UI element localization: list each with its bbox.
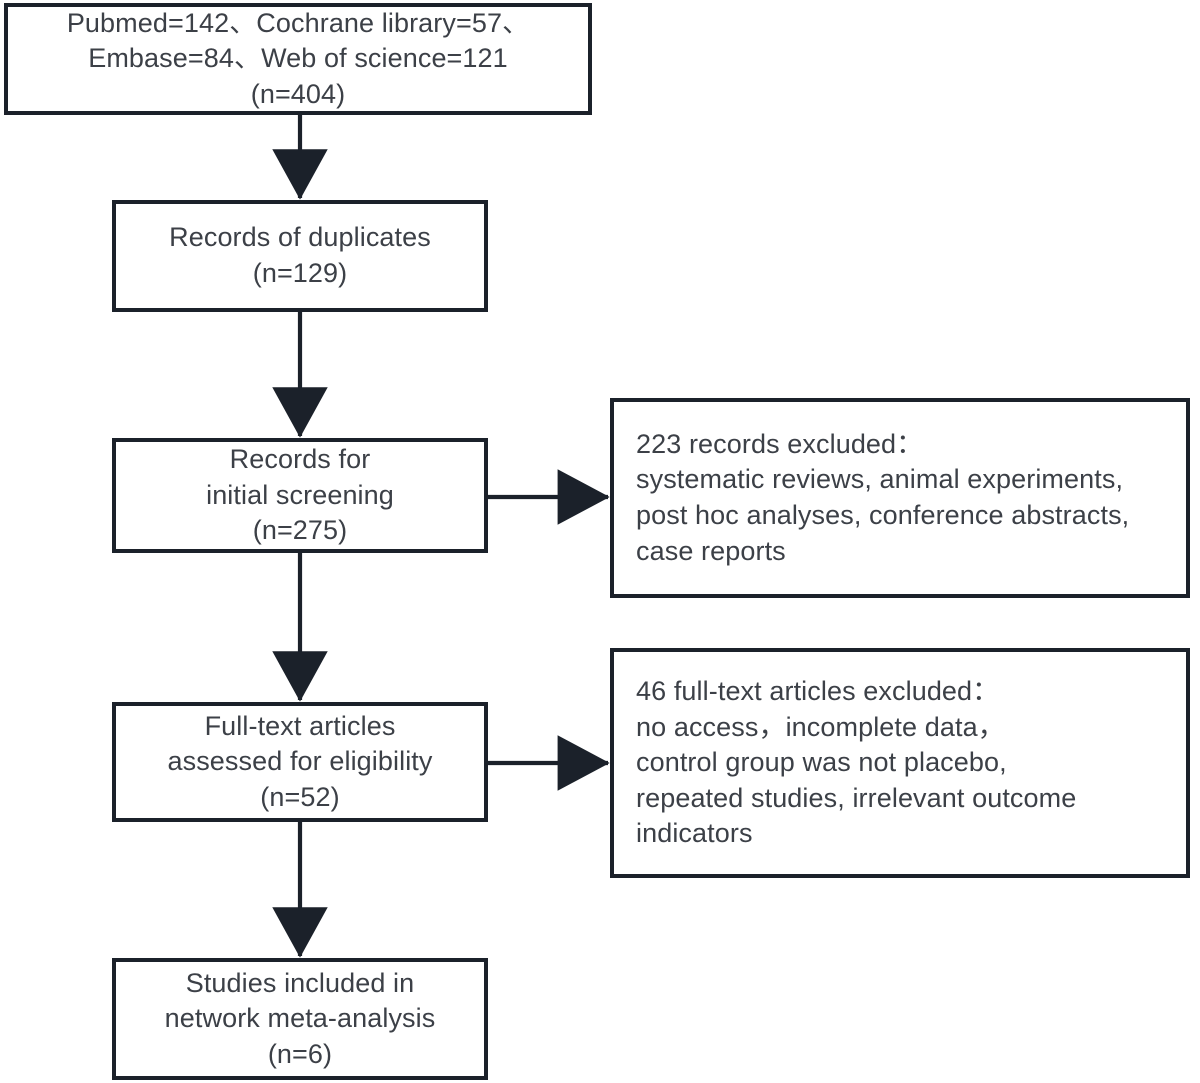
records-duplicates-box: Records of duplicates (n=129) [112,200,488,312]
records-initial-screening-box: Records for initial screening (n=275) [112,438,488,553]
records-initial-screening-line-3: (n=275) [252,515,348,546]
records-excluded-line-3: post hoc analyses, conference abstracts, [636,500,1130,530]
full-text-excluded-line-5: indicators [636,818,753,849]
records-initial-screening-line-1: Records for [229,444,371,475]
full-text-eligibility-line-2: assessed for eligibility [167,746,433,777]
full-text-excluded-line-2: no access，incomplete data， [636,711,1005,742]
full-text-excluded-line-3: control group was not placebo, [636,747,1007,778]
studies-included-line-2: network meta-analysis [164,1003,436,1034]
records-identified-line-3: (n=404) [250,78,346,109]
records-initial-screening-line-2: initial screening [206,479,394,510]
records-identified-box: Pubmed=142、Cochrane library=57、 Embase=8… [4,3,592,115]
full-text-excluded-line-4: repeated studies, irrelevant outcome [636,782,1077,813]
studies-included-box: Studies included in network meta-analysi… [112,958,488,1080]
full-text-excluded-box: 46 full-text articles excluded： no acces… [610,648,1190,878]
full-text-eligibility-line-3: (n=52) [260,781,340,812]
records-excluded-line-4: case reports [636,535,786,566]
records-excluded-line-2: systematic reviews, animal experiments, [636,464,1124,495]
full-text-excluded-line-1: 46 full-text articles excluded： [636,675,1000,706]
records-duplicates-line-2: (n=129) [252,258,348,288]
full-text-eligibility-box: Full-text articles assessed for eligibil… [112,702,488,822]
full-text-eligibility-line-1: Full-text articles [204,710,396,741]
studies-included-line-3: (n=6) [267,1038,333,1069]
studies-included-line-1: Studies included in [185,967,415,998]
records-identified-line-1: Pubmed=142、Cochrane library=57、 [66,7,530,38]
records-excluded-line-1: 223 records excluded： [636,428,924,459]
records-duplicates-line-1: Records of duplicates [169,222,431,253]
records-identified-line-2: Embase=84、Web of science=121 [88,43,508,74]
records-excluded-box: 223 records excluded： systematic reviews… [610,398,1190,598]
